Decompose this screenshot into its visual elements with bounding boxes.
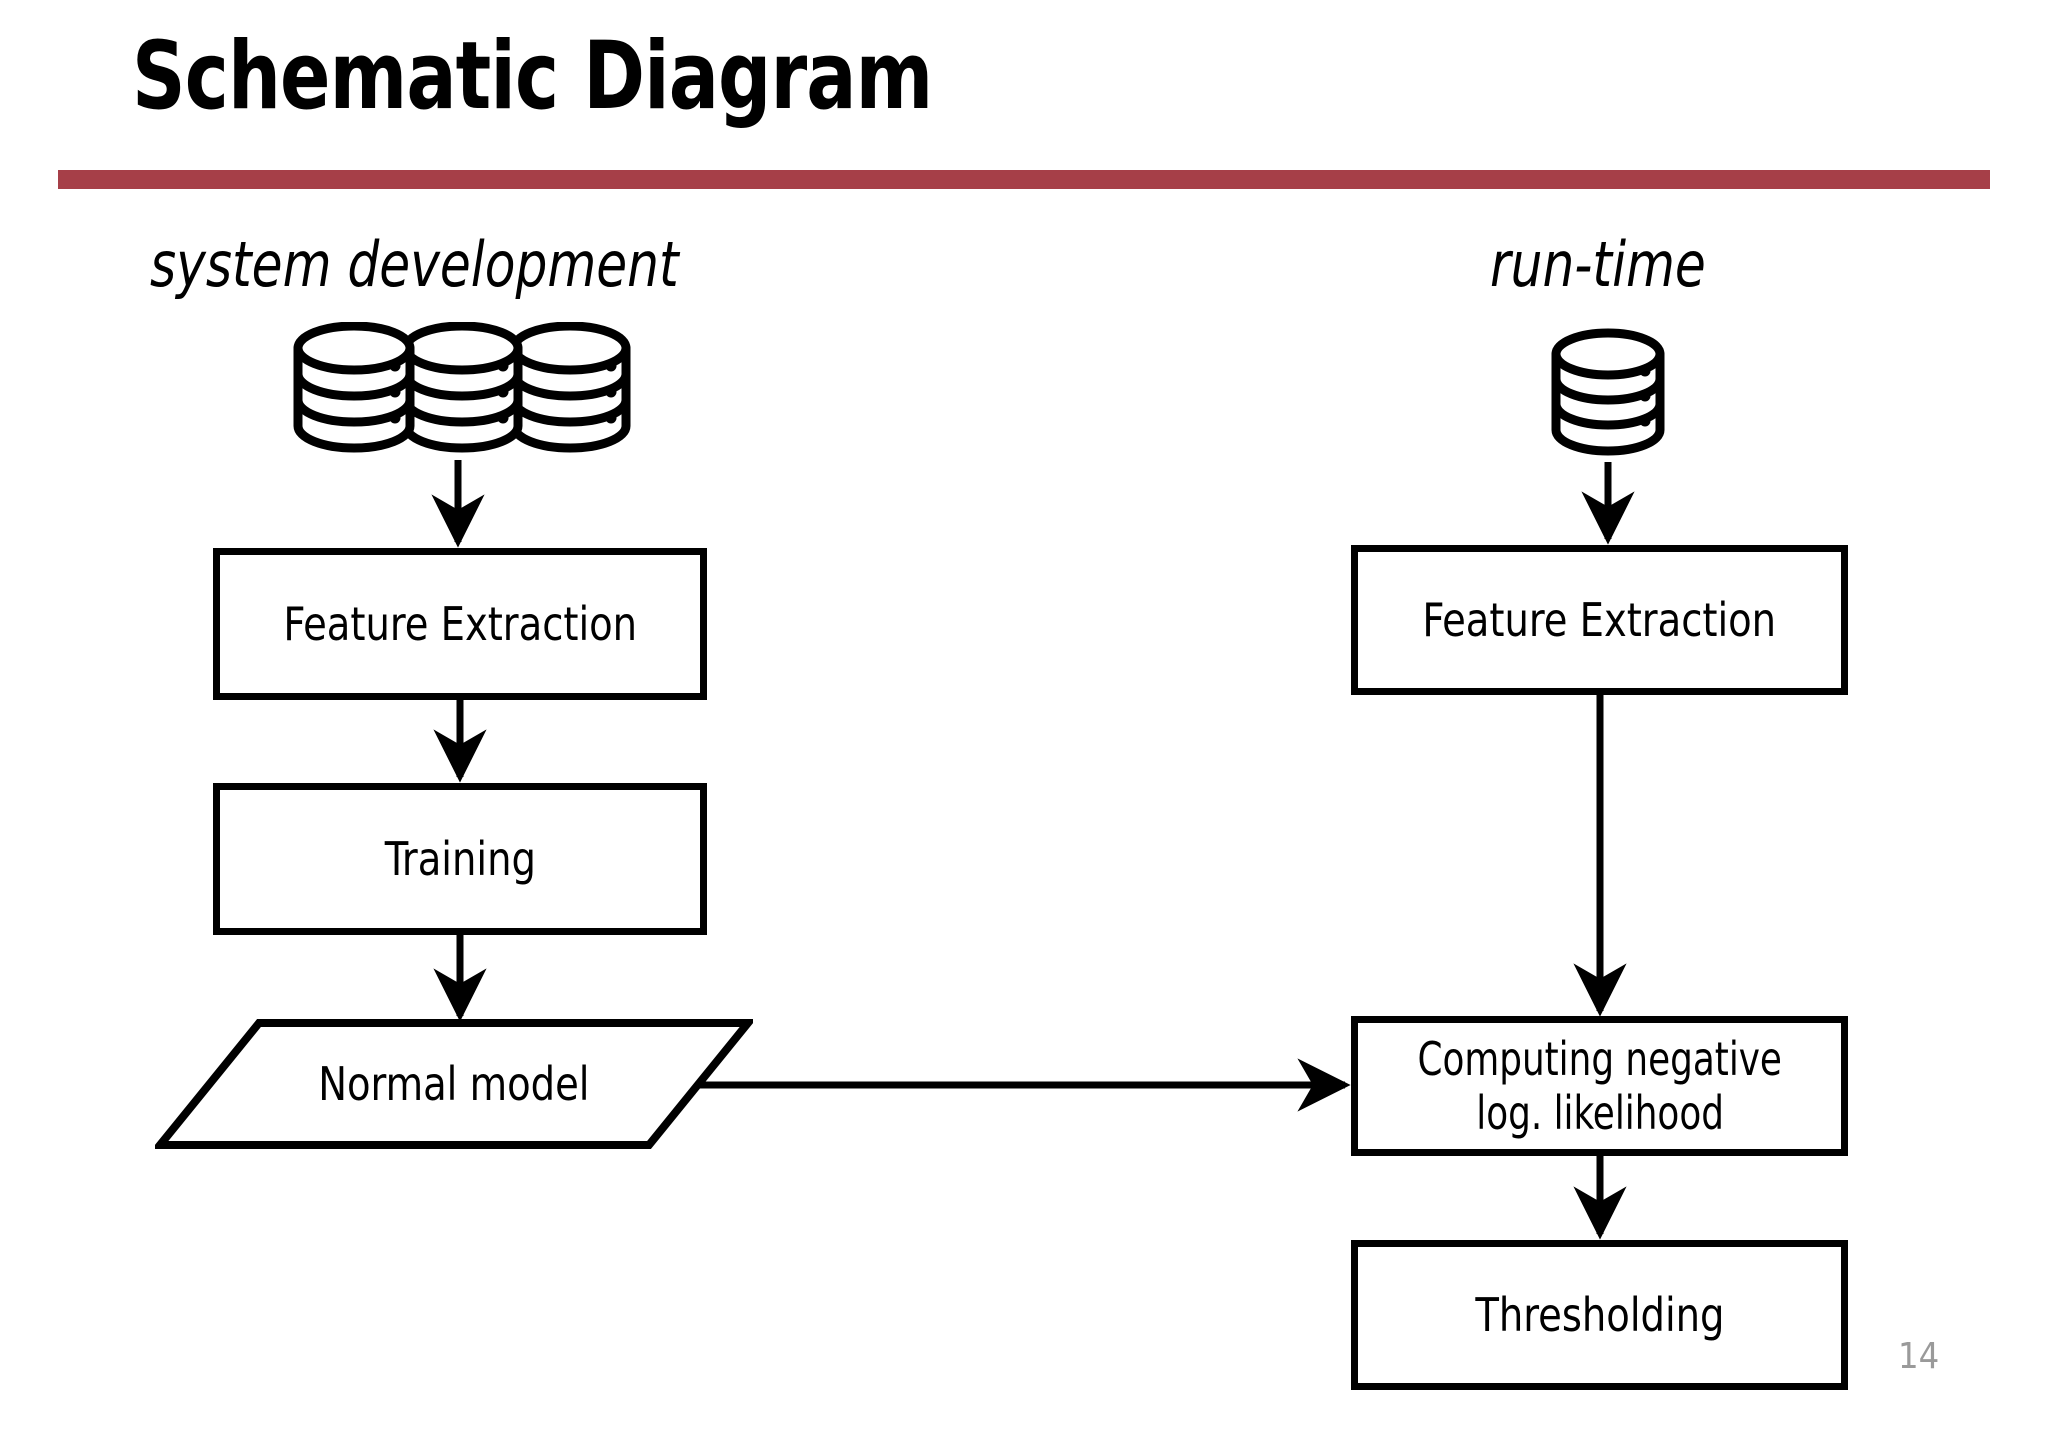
node-label: Normal model bbox=[318, 1057, 590, 1111]
node-label: Feature Extraction bbox=[1422, 592, 1777, 647]
node-label-wrapper: Normal model bbox=[155, 1018, 753, 1150]
node-label-line-1: Computing negative bbox=[1417, 1031, 1782, 1086]
node-training[interactable]: Training bbox=[213, 783, 707, 935]
node-feature-extraction-left[interactable]: Feature Extraction bbox=[213, 548, 707, 700]
column-caption-run-time: run-time bbox=[1490, 228, 1706, 301]
node-label: Computing negative log. likelihood bbox=[1404, 1032, 1796, 1141]
title-divider-rule bbox=[58, 170, 1990, 189]
node-thresholding[interactable]: Thresholding bbox=[1351, 1240, 1848, 1390]
node-label: Feature Extraction bbox=[283, 596, 637, 651]
page-number: 14 bbox=[1898, 1336, 1940, 1377]
node-label: Training bbox=[384, 831, 536, 886]
database-stack-icon bbox=[292, 321, 632, 467]
node-label-line-2: log. likelihood bbox=[1475, 1086, 1724, 1140]
page-title: Schematic Diagram bbox=[132, 22, 933, 131]
database-icon bbox=[1548, 328, 1668, 469]
node-computing-negative-log-likelihood[interactable]: Computing negative log. likelihood bbox=[1351, 1016, 1848, 1156]
node-normal-model[interactable]: Normal model bbox=[155, 1018, 753, 1150]
node-feature-extraction-right[interactable]: Feature Extraction bbox=[1351, 545, 1848, 695]
column-caption-system-development: system development bbox=[150, 228, 679, 301]
node-label: Thresholding bbox=[1474, 1287, 1725, 1342]
